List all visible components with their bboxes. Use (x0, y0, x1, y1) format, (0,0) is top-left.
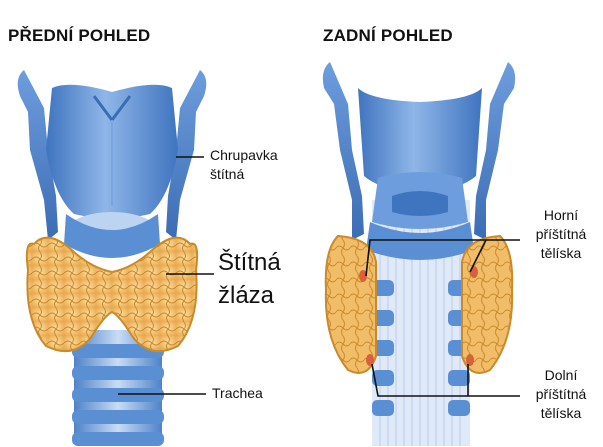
lower-parathyroid-line1: Dolní (523, 366, 599, 385)
cartilage-label-line2: štítná (210, 165, 278, 184)
upper-parathyroid-right (470, 266, 478, 278)
front-view (18, 70, 207, 446)
upper-parathyroid-line3: tělíska (523, 244, 599, 263)
trachea-label: Trachea (212, 384, 263, 403)
cartilage-label-line1: Chrupavka (210, 146, 278, 165)
back-view-heading: ZADNÍ POHLED (323, 26, 453, 46)
thyroid-label-line2: žláza (218, 279, 281, 312)
thyroid-label: Štítná žláza (218, 246, 281, 312)
upper-parathyroid-label: Horní příštítná tělíska (523, 206, 599, 263)
lower-parathyroid-line3: tělíska (523, 404, 599, 423)
upper-parathyroid-line2: příštítná (523, 225, 599, 244)
lower-parathyroid-label: Dolní příštítná tělíska (523, 366, 599, 423)
lower-parathyroid-line2: příštítná (523, 385, 599, 404)
back-view (323, 62, 515, 446)
thyroid-label-line1: Štítná (218, 246, 281, 279)
front-view-heading: PŘEDNÍ POHLED (8, 26, 150, 46)
cartilage-label: Chrupavka štítná (210, 146, 278, 184)
upper-parathyroid-line1: Horní (523, 206, 599, 225)
front-cartilage (18, 70, 207, 258)
